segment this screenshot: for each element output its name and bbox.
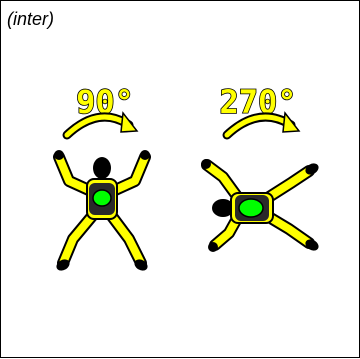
skydiver-rotated-position [201, 159, 319, 252]
rotation-arrow-270 [222, 111, 301, 140]
rotation-arrow-90 [62, 111, 139, 140]
diagram-caption: (inter) [7, 9, 55, 29]
skydiver-box-position [53, 150, 151, 271]
